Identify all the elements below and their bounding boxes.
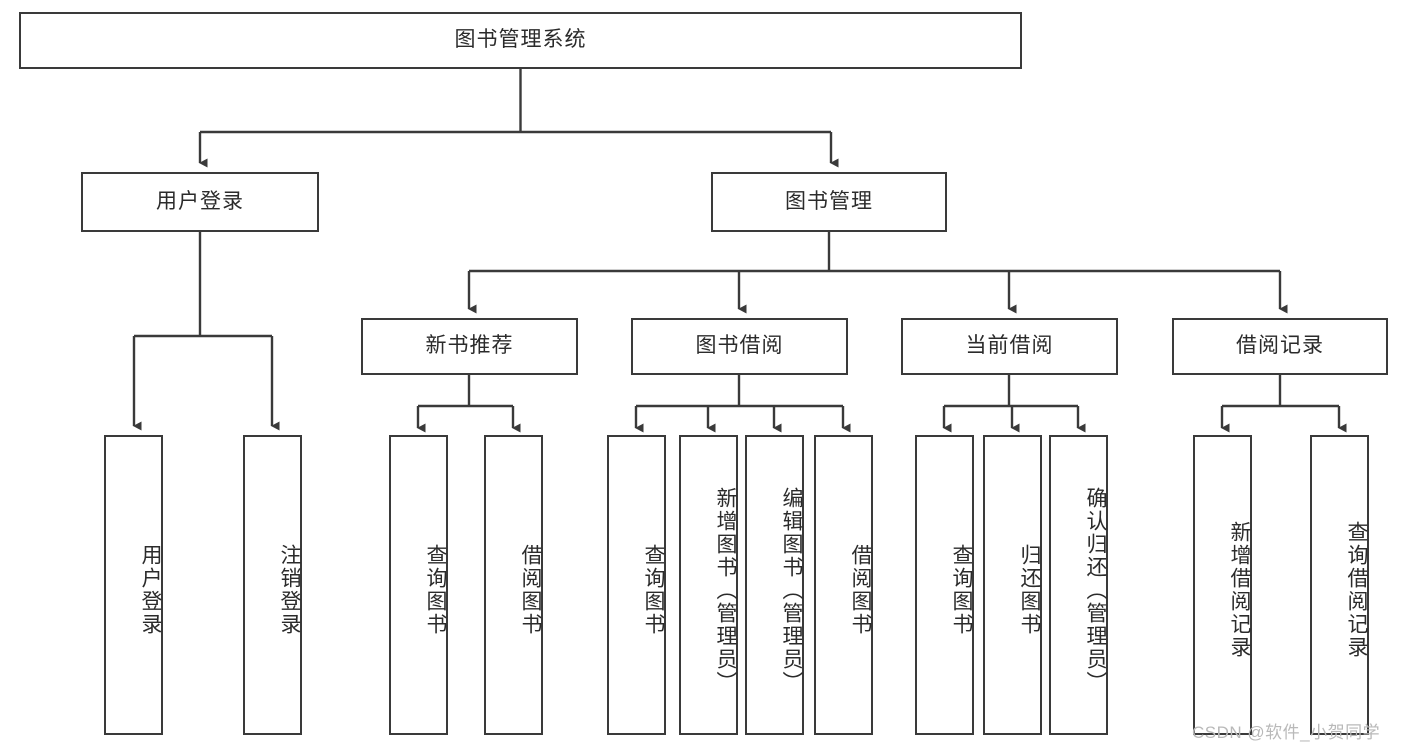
node-label: 图书管理系统 <box>454 28 587 52</box>
node-leaf-query-book-1[interactable]: 查询图书 <box>389 435 448 735</box>
node-leaf-borrow-book-1[interactable]: 借阅图书 <box>484 435 543 735</box>
node-label: 查询图书 <box>950 544 973 636</box>
node-leaf-return-book[interactable]: 归还图书 <box>983 435 1042 735</box>
node-leaf-user-login[interactable]: 用户登录 <box>104 435 163 735</box>
node-label: 注销登录 <box>278 544 301 636</box>
node-label: 归还图书 <box>1018 544 1041 636</box>
node-label: 借阅图书 <box>519 544 542 636</box>
node-new-book-recommend[interactable]: 新书推荐 <box>361 318 578 375</box>
node-label: 编辑图书（管理员） <box>780 486 803 694</box>
node-label: 新书推荐 <box>425 334 514 358</box>
node-leaf-add-record[interactable]: 新增借阅记录 <box>1193 435 1252 735</box>
node-label: 用户登录 <box>156 189 244 213</box>
node-book-management[interactable]: 图书管理 <box>711 172 947 232</box>
node-label: 查询图书 <box>424 544 447 636</box>
node-leaf-query-book-2[interactable]: 查询图书 <box>607 435 666 735</box>
node-label: 用户登录 <box>139 544 162 636</box>
watermark-text: CSDN @软件_小贺同学 <box>1192 723 1381 742</box>
node-label: 图书管理 <box>785 189 873 213</box>
node-leaf-query-record[interactable]: 查询借阅记录 <box>1310 435 1369 735</box>
node-label: 新增图书（管理员） <box>714 486 737 694</box>
node-leaf-query-book-3[interactable]: 查询图书 <box>915 435 974 735</box>
node-label: 借阅图书 <box>849 544 872 636</box>
node-book-borrow[interactable]: 图书借阅 <box>631 318 848 375</box>
node-root-system[interactable]: 图书管理系统 <box>19 12 1022 69</box>
node-label: 查询借阅记录 <box>1345 521 1368 659</box>
node-leaf-edit-book[interactable]: 编辑图书（管理员） <box>745 435 804 735</box>
node-label: 查询图书 <box>642 544 665 636</box>
node-label: 借阅记录 <box>1236 334 1324 358</box>
node-leaf-confirm-return[interactable]: 确认归还（管理员） <box>1049 435 1108 735</box>
node-label: 图书借阅 <box>695 334 784 358</box>
node-leaf-logout[interactable]: 注销登录 <box>243 435 302 735</box>
node-leaf-borrow-book-2[interactable]: 借阅图书 <box>814 435 873 735</box>
node-label: 新增借阅记录 <box>1228 521 1251 659</box>
node-current-borrow[interactable]: 当前借阅 <box>901 318 1118 375</box>
node-borrow-record[interactable]: 借阅记录 <box>1172 318 1388 375</box>
node-leaf-add-book[interactable]: 新增图书（管理员） <box>679 435 738 735</box>
node-label: 确认归还（管理员） <box>1084 486 1107 694</box>
node-user-login[interactable]: 用户登录 <box>81 172 319 232</box>
node-label: 当前借阅 <box>965 334 1054 358</box>
